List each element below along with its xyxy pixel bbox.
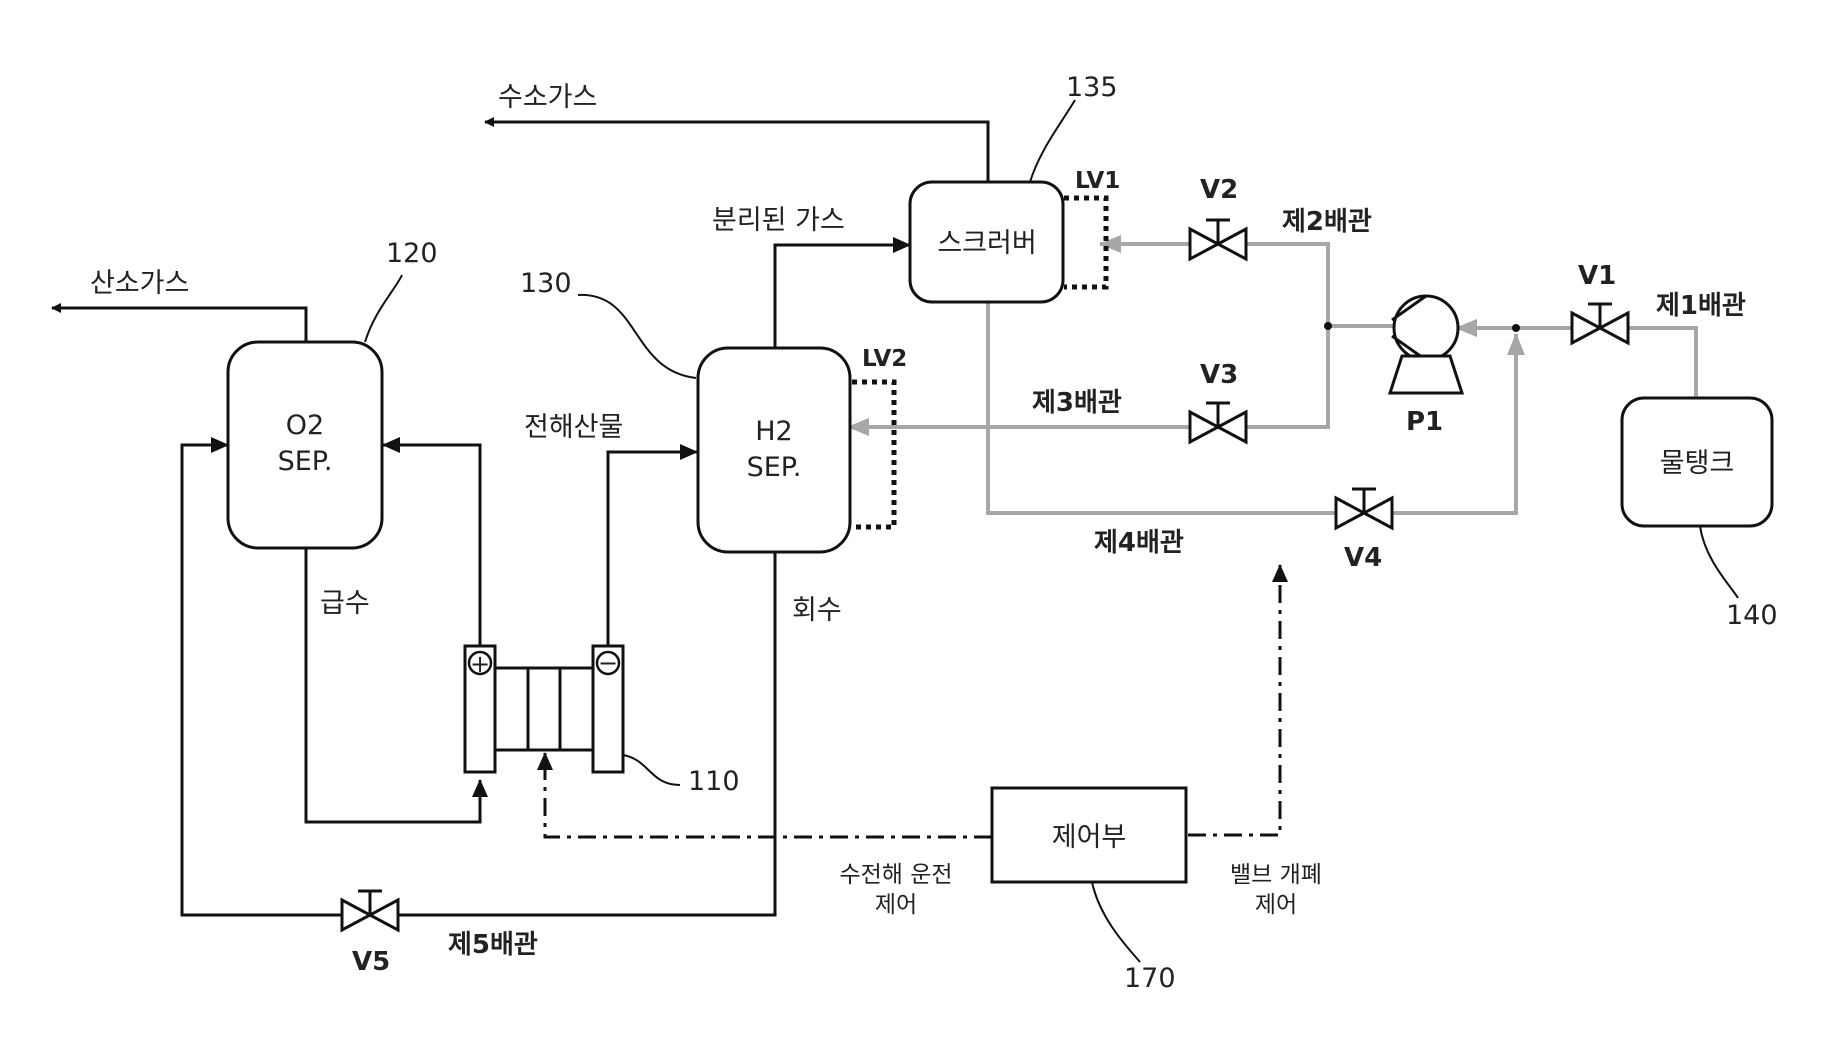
ref-140: 140: [1726, 600, 1778, 631]
valve-v2-icon[interactable]: [1190, 220, 1246, 259]
op-control-label-2: 제어: [875, 892, 917, 918]
valve-control-label-1: 밸브 개폐: [1230, 862, 1322, 888]
lv1-level-sensor[interactable]: [1064, 198, 1106, 287]
h2-separator-box[interactable]: [698, 348, 850, 552]
op-control-label-1: 수전해 운전: [839, 862, 952, 888]
lv1-label: LV1: [1075, 168, 1120, 194]
leader-110: [623, 755, 680, 785]
pipe4-label: 제4배관: [1094, 528, 1184, 558]
electrolyte-line: [608, 452, 697, 648]
stack-plus-symbol: +: [470, 650, 490, 678]
v4-label: V4: [1344, 543, 1382, 573]
separated-gas-label: 분리된 가스: [712, 205, 845, 236]
pump-p1-icon[interactable]: [1390, 296, 1462, 393]
pipe2-label: 제2배관: [1282, 207, 1372, 237]
hydrogen-gas-line: [485, 122, 988, 182]
ref-135: 135: [1066, 72, 1118, 103]
oxygen-gas-label: 산소가스: [90, 268, 189, 299]
scrubber-label: 스크러버: [937, 228, 1036, 259]
ref-170: 170: [1124, 963, 1176, 994]
leader-140: [1700, 526, 1738, 598]
o2-separator-label-2: SEP.: [278, 446, 333, 477]
electrolyte-label: 전해산물: [524, 412, 623, 443]
o2-separator-label-1: O2: [286, 410, 324, 441]
lv2-label: LV2: [862, 346, 907, 372]
leader-170: [1092, 882, 1140, 962]
pipe2-line: [1100, 244, 1328, 326]
h2-separator-label-2: SEP.: [747, 452, 802, 483]
valve-v4-icon[interactable]: [1336, 489, 1392, 528]
h2-separator-label-1: H2: [755, 416, 792, 447]
valve-control-label-2: 제어: [1255, 892, 1297, 918]
pipe1-label: 제1배관: [1656, 291, 1746, 321]
lv2-level-sensor[interactable]: [852, 382, 894, 527]
water-supply-label: 급수: [320, 588, 370, 619]
ref-130: 130: [520, 268, 572, 299]
stack-cells: [495, 668, 593, 750]
leader-130: [578, 295, 696, 378]
leader-135: [1030, 100, 1075, 182]
p1-label: P1: [1406, 407, 1443, 437]
v2-label: V2: [1200, 175, 1238, 205]
anode-return-line: [383, 445, 480, 648]
recovery-label: 회수: [792, 595, 842, 626]
stack-minus-symbol: −: [598, 649, 618, 677]
valve-v5-icon[interactable]: [342, 891, 398, 930]
controller-label: 제어부: [1052, 822, 1127, 853]
valve-control-line: [1188, 565, 1280, 835]
ref-120: 120: [386, 238, 438, 269]
junction-dot-pump: [1324, 322, 1332, 330]
valve-v3-icon[interactable]: [1190, 403, 1246, 442]
oxygen-gas-line: [52, 308, 306, 342]
valve-v1-icon[interactable]: [1572, 304, 1628, 343]
pipe3-label: 제3배관: [1032, 388, 1122, 418]
junction-dot-v1: [1512, 324, 1520, 332]
ref-110: 110: [688, 766, 740, 797]
leader-120: [365, 275, 402, 342]
hydrogen-gas-label: 수소가스: [498, 82, 597, 113]
water-tank-label: 물탱크: [1660, 448, 1735, 479]
pipe5-label: 제5배관: [448, 930, 538, 960]
o2-separator-box[interactable]: [228, 342, 382, 548]
v3-label: V3: [1200, 360, 1238, 390]
separated-gas-line: [775, 245, 910, 348]
v1-label: V1: [1578, 261, 1616, 291]
v5-label: V5: [352, 947, 390, 977]
